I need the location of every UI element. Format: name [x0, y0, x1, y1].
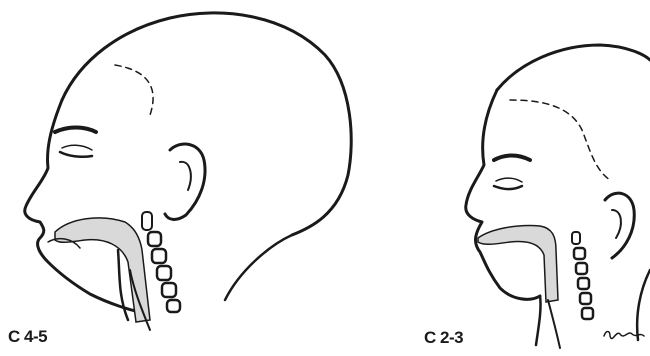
adult-vertebra-2	[148, 232, 161, 246]
infant-eye	[494, 186, 522, 189]
infant-eyelid	[496, 178, 522, 182]
infant-vertebra-2	[574, 248, 585, 259]
adult-level-label: C 4-5	[8, 328, 47, 345]
adult-hairline	[115, 65, 153, 115]
adult-eye	[60, 152, 92, 157]
adult-face-profile	[25, 100, 140, 312]
infant-eyebrow	[494, 156, 530, 161]
infant-airway	[478, 226, 558, 303]
infant-jaw	[536, 296, 541, 345]
infant-vertebra-6	[582, 308, 593, 319]
infant-vertebra-5	[580, 293, 591, 304]
adult-head	[25, 13, 351, 330]
adult-vertebra-3	[152, 249, 166, 263]
infant-vertebrae	[572, 232, 593, 319]
infant-skull-outline	[497, 45, 650, 90]
adult-eyebrow	[55, 128, 96, 133]
infant-larynx	[548, 300, 560, 348]
infant-vertebra-1	[572, 232, 580, 244]
infant-ear	[605, 193, 634, 258]
infant-hairline	[510, 100, 610, 180]
adult-vertebra-1	[142, 212, 152, 230]
adult-vertebra-4	[157, 266, 171, 280]
adult-airway	[55, 218, 150, 322]
adult-neck-back	[225, 235, 292, 300]
infant-vertebra-3	[576, 263, 587, 274]
adult-ear-inner	[180, 162, 191, 190]
adult-eyelid	[62, 145, 92, 150]
adult-skull-outline	[62, 13, 351, 235]
adult-vertebra-6	[167, 300, 180, 312]
infant-ear-inner	[612, 210, 621, 238]
infant-head	[466, 45, 650, 348]
adult-ear	[165, 144, 205, 219]
infant-neck-back	[637, 270, 650, 340]
infant-face-profile	[466, 90, 540, 299]
infant-level-label: C 2-3	[424, 329, 463, 346]
infant-vertebra-4	[578, 278, 589, 289]
adult-vertebra-5	[162, 283, 176, 297]
